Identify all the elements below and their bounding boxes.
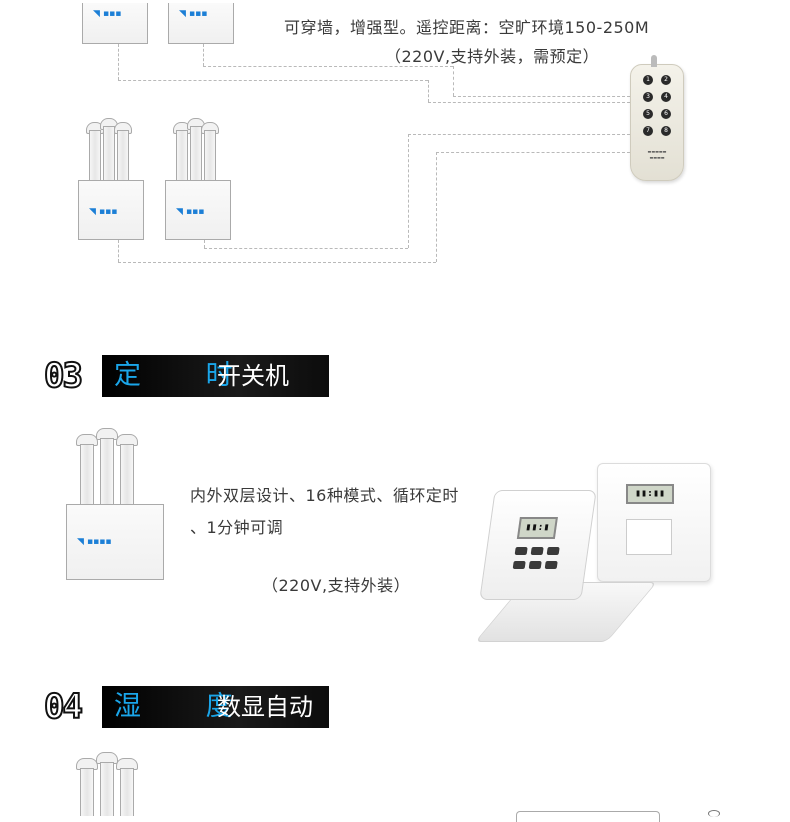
wire: [453, 96, 630, 97]
pipe: [80, 768, 94, 816]
machine-top-right: ◥ ▪▪▪: [168, 0, 236, 44]
machine-mid-right: ◥ ▪▪▪: [165, 116, 245, 240]
wire: [203, 44, 204, 66]
remote-button: 3: [643, 92, 653, 102]
wire: [204, 240, 205, 248]
remote-button: 5: [643, 109, 653, 119]
timer-key: [546, 547, 560, 555]
pipe: [176, 130, 188, 181]
brand-logo-icon: ◥ ▪▪▪▪: [77, 537, 112, 547]
wire: [118, 80, 428, 81]
timer-window: [626, 519, 672, 555]
timer-key: [528, 561, 542, 569]
machine-box: ◥ ▪▪▪: [165, 180, 231, 240]
section-subtitle: 数显自动: [217, 693, 313, 721]
humidity-controller-icon: [516, 811, 660, 822]
section-header-humidity: 04 湿 度 数显自动: [43, 686, 329, 728]
pipe: [80, 444, 94, 517]
timer-spec-line2: 、1分钟可调: [190, 518, 284, 537]
remote-button: 8: [661, 126, 671, 136]
lcd-display-icon: ▮▮:▮▮: [626, 484, 674, 504]
wire: [436, 152, 437, 262]
brand-logo-icon: ◥ ▪▪▪: [93, 9, 122, 19]
remote-button: 4: [661, 92, 671, 102]
pipe: [120, 768, 134, 816]
lcd-display-icon: ▮▮:▮: [516, 517, 558, 539]
machine-top-left: ◥ ▪▪▪: [82, 0, 150, 44]
section-title-bar: 定 时 开关机: [102, 355, 329, 397]
pipe: [100, 438, 114, 517]
wire: [428, 80, 429, 102]
section-subtitle: 开关机: [217, 362, 289, 390]
wire: [118, 262, 436, 263]
machine-timer: ◥ ▪▪▪▪: [66, 428, 176, 580]
pipe: [100, 762, 114, 816]
timer-key: [512, 561, 526, 569]
section-header-timer: 03 定 时 开关机: [43, 355, 329, 397]
machine-box: ◥ ▪▪▪: [78, 180, 144, 240]
wire: [408, 134, 409, 248]
wire: [118, 240, 119, 262]
brand-logo-icon: ◥ ▪▪▪: [89, 207, 118, 217]
wire: [453, 66, 454, 96]
remote-spec-line1: 可穿墙，增强型。遥控距离：空旷环境150-250M: [284, 18, 650, 37]
open-timer-icon: ▮▮:▮: [479, 490, 597, 600]
pipe: [204, 130, 216, 181]
wire: [436, 152, 630, 153]
remote-button: 7: [643, 126, 653, 136]
pipe: [103, 126, 115, 181]
wire: [428, 102, 630, 103]
remote-button: 1: [643, 75, 653, 85]
remote-label-icon: ▬▬▬▬▬▬▬▬▬: [647, 149, 667, 160]
wire: [204, 248, 408, 249]
timer-spec-line3: （220V,支持外装）: [262, 576, 411, 595]
machine-box: ◥ ▪▪▪▪: [66, 504, 164, 580]
wire: [118, 44, 119, 80]
wall-timer-icon: ▮▮:▮▮: [597, 463, 711, 582]
machine-humidity: [66, 752, 176, 816]
section-title-bar: 湿 度 数显自动: [102, 686, 329, 728]
sensor-icon: [708, 810, 720, 817]
machine-box: ◥ ▪▪▪: [168, 3, 234, 44]
brand-logo-icon: ◥ ▪▪▪: [179, 9, 208, 19]
machine-mid-left: ◥ ▪▪▪: [78, 116, 158, 240]
section-title: 湿 度: [114, 691, 261, 722]
remote-button: 2: [661, 75, 671, 85]
timer-key: [530, 547, 544, 555]
pipe: [117, 130, 129, 181]
machine-box: ◥ ▪▪▪: [82, 3, 148, 44]
section-number: 04: [43, 687, 84, 727]
timer-key: [544, 561, 558, 569]
section-number: 03: [43, 356, 84, 396]
wire: [203, 66, 453, 67]
remote-spec-line2: （220V,支持外装，需预定）: [385, 47, 600, 66]
pipe: [89, 130, 101, 181]
antenna-icon: [651, 55, 657, 67]
remote-section: ◥ ▪▪▪ ◥ ▪▪▪ 可穿墙，增强型。遥控距离：空旷环境150-250M （2…: [0, 0, 790, 280]
remote-control-icon: 1 2 3 4 5 6 7 8 ▬▬▬▬▬▬▬▬▬: [630, 55, 684, 181]
timer-key: [514, 547, 528, 555]
wire: [408, 134, 630, 135]
pipe: [120, 444, 134, 517]
remote-button: 6: [661, 109, 671, 119]
section-title: 定 时: [114, 360, 261, 391]
brand-logo-icon: ◥ ▪▪▪: [176, 207, 205, 217]
timer-spec-line1: 内外双层设计、16种模式、循环定时: [190, 486, 459, 505]
pipe: [190, 126, 202, 181]
